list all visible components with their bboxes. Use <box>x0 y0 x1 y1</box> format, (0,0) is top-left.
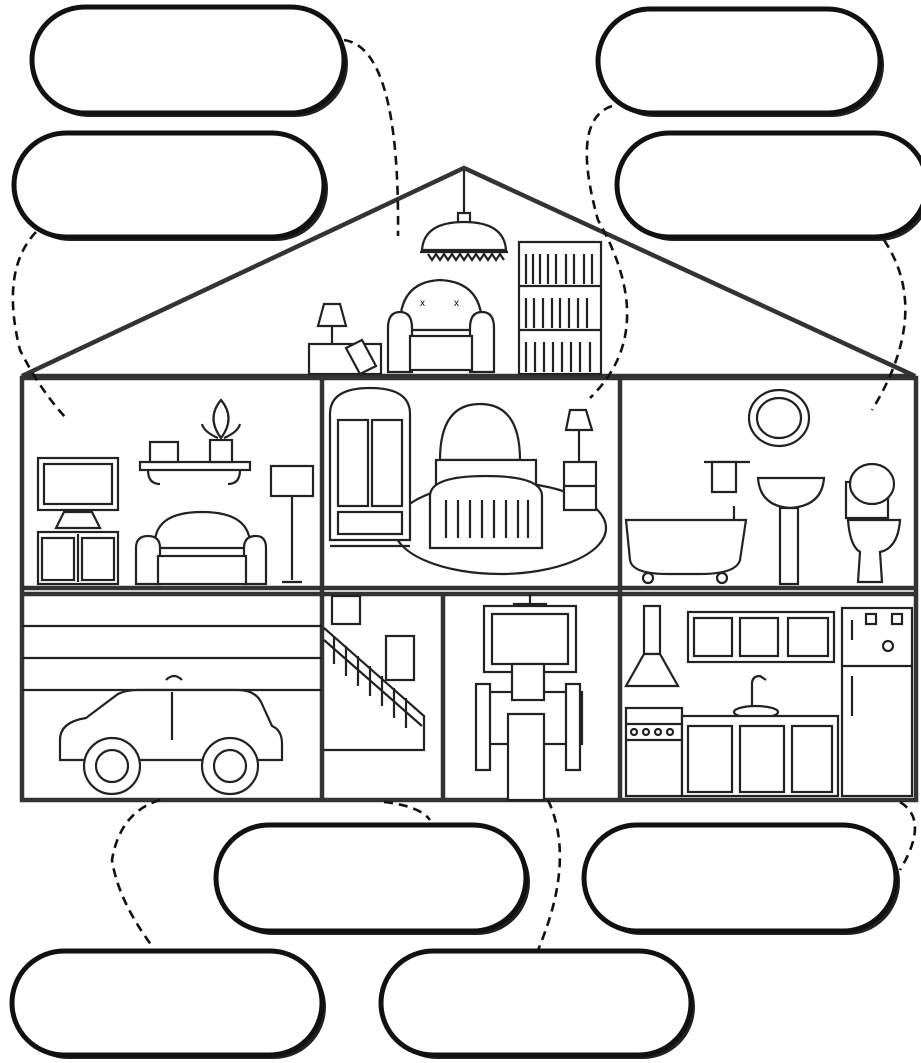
label-box-4[interactable] <box>617 133 921 241</box>
potted-plant-icon <box>202 400 240 462</box>
wall-frame-icon <box>484 606 576 672</box>
bathtub-icon <box>626 506 746 583</box>
armchair-icon: x x <box>388 280 494 372</box>
label-box-6[interactable] <box>584 825 900 935</box>
wall-shelf-icon <box>140 400 250 484</box>
tv-icon <box>38 458 118 528</box>
leader-line-1 <box>344 40 398 236</box>
nightstand-lamp-icon <box>564 410 596 510</box>
bedroom <box>330 388 606 574</box>
leader-line-8 <box>900 802 915 870</box>
leader-line-6 <box>384 802 430 820</box>
kitchen <box>626 606 912 796</box>
living-room <box>38 400 313 584</box>
range-hood-icon <box>626 606 678 686</box>
lower-cabinets-icon <box>682 716 838 796</box>
stove-icon <box>626 708 682 796</box>
svg-text:x: x <box>420 298 425 309</box>
label-box-7[interactable] <box>12 951 326 1059</box>
leader-line-7 <box>538 800 560 950</box>
leader-line-4 <box>872 240 905 410</box>
car-icon <box>60 676 282 794</box>
dining-room <box>476 594 582 800</box>
attic-room: x x <box>309 170 601 374</box>
dining-table-icon <box>476 664 582 800</box>
stairwell <box>324 596 424 750</box>
bathroom <box>626 390 900 584</box>
label-box-8[interactable] <box>381 951 695 1059</box>
mirror-icon <box>749 390 809 446</box>
sink-icon <box>758 478 824 584</box>
label-box-2[interactable] <box>14 133 328 241</box>
floor-lamp-icon <box>271 466 313 582</box>
refrigerator-icon <box>842 608 912 796</box>
sofa-icon <box>136 512 266 584</box>
garage <box>22 626 322 794</box>
towel-rack-icon <box>704 462 750 492</box>
bed-icon <box>430 404 542 548</box>
side-table-lamp-icon <box>309 304 381 374</box>
bookcase-icon <box>519 242 601 374</box>
toilet-icon <box>846 464 900 582</box>
label-box-5[interactable] <box>216 825 530 935</box>
label-box-3[interactable] <box>598 9 884 117</box>
leader-line-5 <box>112 800 160 946</box>
faucet-sink-icon <box>734 676 778 718</box>
upper-cabinets-icon <box>688 612 834 662</box>
wardrobe-icon <box>330 388 410 546</box>
label-box-1[interactable] <box>32 7 348 117</box>
svg-text:x: x <box>454 298 459 309</box>
tv-cabinet-icon <box>38 532 118 584</box>
